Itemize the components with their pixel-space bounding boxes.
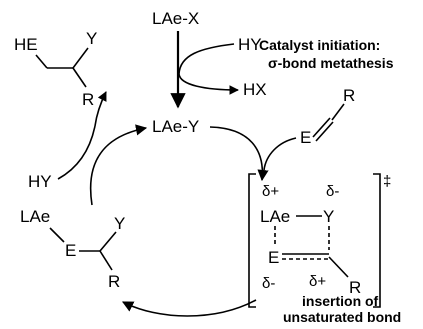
- alkene-r-bond: [331, 103, 345, 121]
- intermediate-r-label: R: [108, 272, 120, 291]
- initiation-byproduct-label: HX: [243, 80, 267, 99]
- protonolysis-reagent-curve: [57, 125, 96, 180]
- ts-dagger: ‡: [383, 173, 391, 190]
- intermediate-c-r-bond: [99, 250, 113, 271]
- intermediate-metal-label: LAe: [20, 207, 50, 226]
- ts-charge-c: δ+: [309, 273, 326, 290]
- intermediate-metal-e-bond: [49, 227, 65, 243]
- product-ch-y-bond: [72, 47, 89, 69]
- alkene-e-atom: E: [300, 128, 311, 147]
- initiation-title-line2: σ-bond metathesis: [268, 55, 394, 71]
- intermediate-c-y-bond: [99, 231, 117, 252]
- catalyst-label: LAe-Y: [152, 117, 199, 136]
- initiation-title-line1: Catalyst initiation:: [259, 37, 380, 53]
- ts-to-intermediate-arrow: [122, 299, 257, 317]
- ts-e-label: E: [268, 248, 279, 267]
- intermediate-to-catalyst-arrow: [89, 124, 148, 206]
- ts-metal-label: LAe: [260, 207, 290, 226]
- intermediate-e-label: E: [65, 241, 76, 260]
- product-he-label: HE: [14, 35, 38, 54]
- catalyst-to-ts-arrow: [209, 126, 269, 182]
- alkene-double-bond-1: [312, 117, 331, 138]
- alkene-r-label: R: [343, 86, 355, 105]
- initiation-reagent-curve: [178, 43, 235, 75]
- insertion-label-line2: unsaturated bond: [283, 309, 401, 325]
- protonolysis-reagent-label: HY: [28, 172, 52, 191]
- ts-bracket-right: [373, 173, 381, 308]
- ts-charge-metal: δ+: [262, 183, 279, 200]
- alkene-double-bond-2: [315, 121, 334, 142]
- ts-c-r-bond: [328, 256, 349, 278]
- product-ch-r-bond: [72, 67, 87, 88]
- ts-charge-e: δ-: [262, 275, 275, 292]
- ts-charge-y: δ-: [326, 183, 339, 200]
- product-release-arrow: [94, 91, 107, 127]
- ts-bracket-left: [248, 173, 256, 308]
- initiation-byproduct-curve: [178, 73, 239, 95]
- alkene-entry-curve: [263, 137, 297, 171]
- insertion-label-line1: insertion of: [302, 293, 379, 309]
- product-he-c-bond: [35, 54, 48, 69]
- ts-r-label: R: [349, 278, 361, 297]
- product-y-label: Y: [86, 29, 97, 48]
- precursor-label: LAe-X: [152, 9, 199, 28]
- initiation-reagent-label: HY: [238, 35, 262, 54]
- intermediate-y-label: Y: [114, 214, 125, 233]
- product-r-label: R: [82, 90, 94, 109]
- ts-y-label: Y: [323, 207, 334, 226]
